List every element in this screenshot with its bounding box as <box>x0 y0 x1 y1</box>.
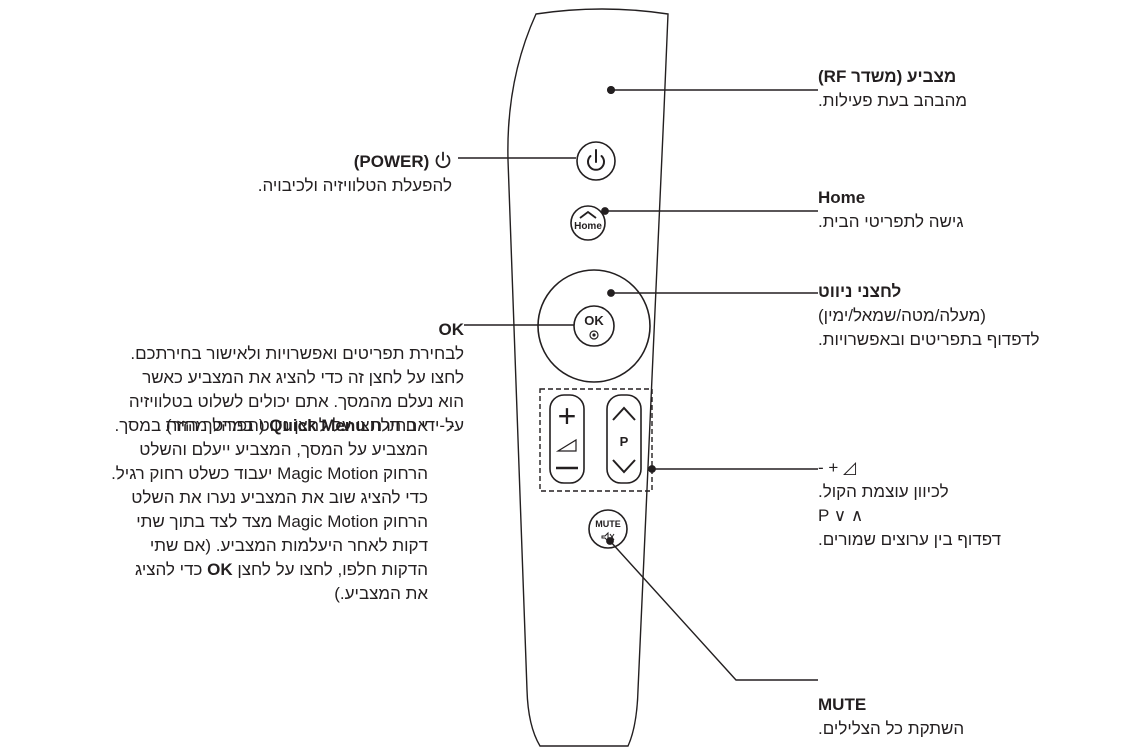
volume-rocker[interactable]: + <box>549 394 585 484</box>
volume-channel-frame <box>539 388 653 492</box>
ok-dot-icon <box>589 330 599 340</box>
ok-line4-c: (תפריט מהיר) במסך. <box>114 416 270 435</box>
mute-key-label: MUTE <box>595 519 621 529</box>
power-icon <box>587 149 605 171</box>
ok-note-6: דקות לאחר היעלמות המצביע. (אם שתי <box>149 536 428 555</box>
nav-line1: (מעלה/מטה/שמאל/ימין) <box>818 306 986 325</box>
power-callout: (POWER) להפעלת הטלוויזיה ולכיבויה. <box>258 150 452 198</box>
channel-down-icon <box>612 459 636 474</box>
mute-title: MUTE <box>818 695 867 714</box>
volume-icon <box>555 438 577 452</box>
ok-note-2: המצביע על המסך, המצביע ייעלם והשלט <box>139 440 428 459</box>
ok-note-4: כדי להציג שוב את המצביע נערו את השלט <box>131 488 428 507</box>
home-desc: גישה לתפריטי הבית. <box>818 212 964 231</box>
ok-line3: הוא נעלם מהמסך. אתם יכולים לשלוט בטלוויז… <box>128 392 464 411</box>
ok-line2: לחצו על לחצן זה כדי להציג את המצביע כאשר <box>142 368 464 387</box>
channel-key-label: P <box>620 434 629 449</box>
ok-line4: על-ידי בחירת Quick Menu (תפריט מהיר) במס… <box>114 414 464 438</box>
volume-plus-icon: + <box>558 398 577 434</box>
leader-lines <box>458 86 818 681</box>
ok-key-label: OK <box>584 313 604 328</box>
nav-line2: לדפדוף בתפריטים ובאפשרויות. <box>818 330 1040 349</box>
ok-button[interactable]: OK <box>573 305 615 347</box>
nav-title: לחצני ניווט <box>818 282 902 301</box>
pointer-callout: מצביע (משדר RF) מהבהב בעת פעילות. <box>818 65 967 113</box>
ok-note-7-c: כדי להציג <box>134 560 208 579</box>
ok-note-5: הרחוק Magic Motion מצד לצד בתוך שתי <box>136 512 428 531</box>
ok-note: אם תלחצו על לחצן ניווט במהלך הזזת המצביע… <box>111 414 428 606</box>
power-title: (POWER) <box>353 152 430 171</box>
ok-note-7-b: OK <box>207 560 233 579</box>
ok-note-8: את המצביע.) <box>334 584 428 603</box>
power-icon <box>435 151 451 169</box>
channel-rocker[interactable]: P <box>606 394 642 484</box>
home-key-label: Home <box>574 221 602 232</box>
home-button[interactable]: Home <box>570 205 606 241</box>
home-icon <box>579 210 597 219</box>
ok-note-3: הרחוק Magic Motion יעבוד כשלט רחוק רגיל. <box>111 464 428 483</box>
volume-key: - + ◿ <box>818 458 857 477</box>
volume-callout: - + ◿ לכיוון עוצמת הקול. P ∨ ∧ דפדוף בין… <box>818 456 1001 552</box>
leader-mute <box>609 540 818 681</box>
channel-desc: דפדוף בין ערוצים שמורים. <box>818 530 1002 549</box>
channel-key: P ∨ ∧ <box>818 506 864 525</box>
ok-title: OK <box>438 320 465 339</box>
pointer-desc: מהבהב בעת פעילות. <box>818 91 968 110</box>
power-button[interactable] <box>576 141 616 181</box>
power-title-row: (POWER) <box>258 150 452 174</box>
ok-note-7-a: הדקות חלפו, לחצו על לחצן <box>232 560 428 579</box>
ok-callout: OK לבחירת תפריטים ואפשרויות ולאישור בחיר… <box>114 318 464 438</box>
ok-line4-b: Quick Menu <box>269 416 366 435</box>
volume-desc: לכיוון עוצמת הקול. <box>818 482 949 501</box>
ok-line4-a: על-ידי בחירת <box>365 416 464 435</box>
ok-note-1: אם תלחצו על לחצן ניווט במהלך הזזת <box>165 416 428 435</box>
pointer-title: מצביע (משדר RF) <box>818 67 957 86</box>
channel-up-icon <box>612 406 636 421</box>
home-title: Home <box>818 188 866 207</box>
mute-button[interactable]: MUTE <box>588 509 628 549</box>
ok-line1: לבחירת תפריטים ואפשרויות ולאישור בחירתכם… <box>130 344 464 363</box>
ok-note-7: הדקות חלפו, לחצו על לחצן OK כדי להציג <box>111 558 428 582</box>
mute-desc: השתקת כל הצלילים. <box>818 719 965 738</box>
home-callout: Home גישה לתפריטי הבית. <box>818 186 964 234</box>
ok-note-dash: - <box>449 416 455 435</box>
power-desc: להפעלת הטלוויזיה ולכיבויה. <box>257 176 452 195</box>
nav-callout: לחצני ניווט (מעלה/מטה/שמאל/ימין) לדפדוף … <box>818 280 1039 352</box>
mute-callout: MUTE השתקת כל הצלילים. <box>818 693 964 741</box>
